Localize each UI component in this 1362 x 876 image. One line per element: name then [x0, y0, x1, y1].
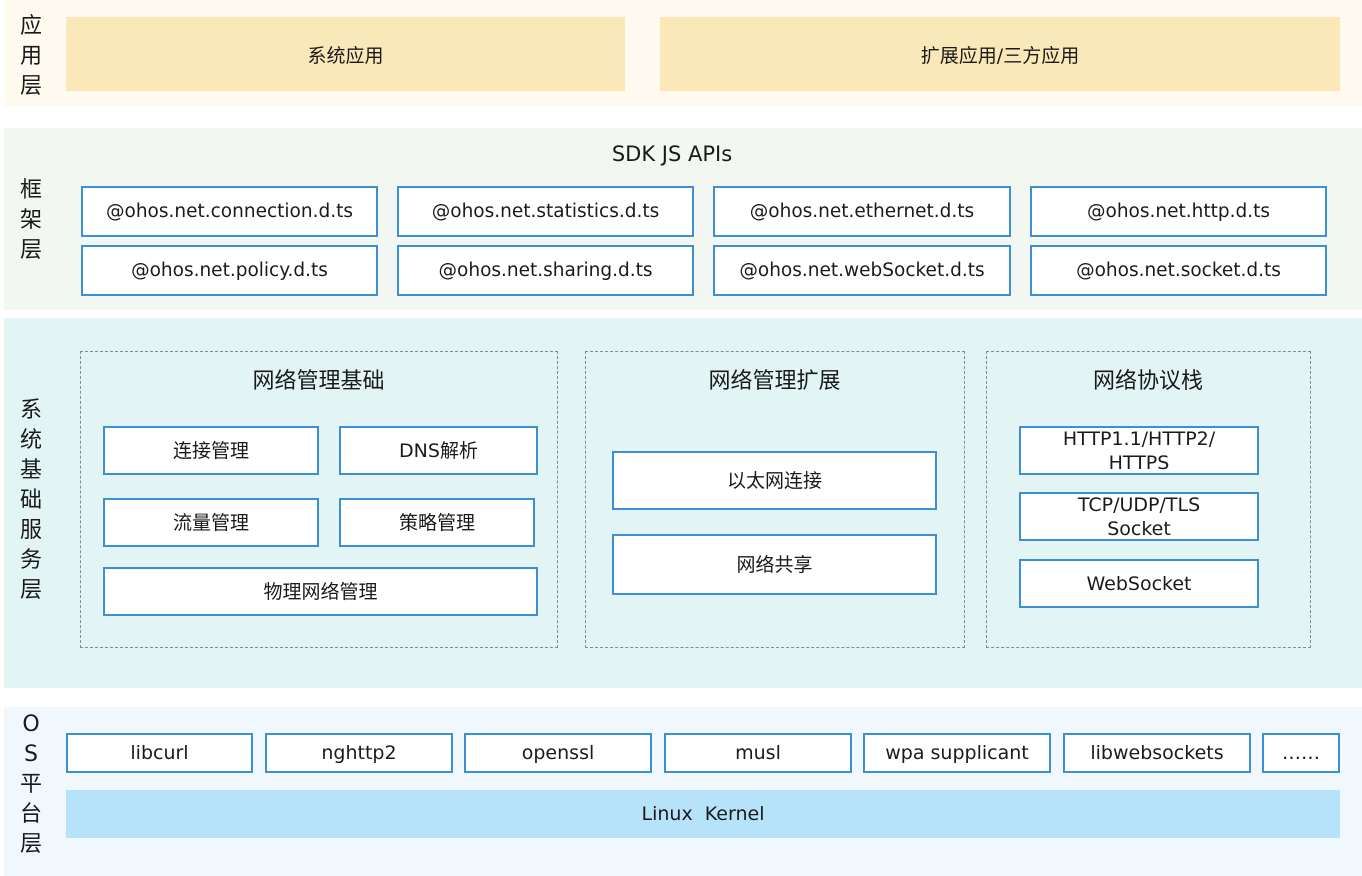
physical-network-management-box: 物理网络管理	[103, 567, 538, 616]
label-char: O	[22, 712, 40, 737]
label-char: 用	[20, 44, 43, 69]
label-char: 平	[20, 772, 43, 797]
ethernet-connection-box: 以太网连接	[612, 451, 937, 510]
network-protocol-stack-group: 网络协议栈 HTTP1.1/HTTP2/ HTTPS TCP/UDP/TLS S…	[986, 351, 1311, 648]
framework-layer: 框 架 层 SDK JS APIs @ohos.net.connection.d…	[4, 128, 1362, 310]
label-char: 层	[20, 832, 43, 857]
os-platform-layer-label: O S 平 台 层	[20, 710, 42, 860]
api-statistics: @ohos.net.statistics.d.ts	[397, 186, 694, 237]
system-services-layer-label: 系 统 基 础 服 务 层	[20, 396, 42, 606]
label-char: 架	[20, 208, 43, 233]
application-layer: 应 用 层 系统应用 扩展应用/三方应用	[4, 0, 1362, 106]
lib-libwebsockets: libwebsockets	[1063, 733, 1251, 773]
lib-nghttp2: nghttp2	[265, 733, 453, 773]
label-char: 层	[20, 578, 43, 603]
os-platform-layer: O S 平 台 层 libcurl nghttp2 openssl musl w…	[4, 707, 1362, 876]
label-char: 系	[20, 398, 43, 423]
system-services-layer: 系 统 基 础 服 务 层 网络管理基础 连接管理 DNS解析 流量管理 策略管…	[4, 318, 1362, 688]
api-ethernet: @ohos.net.ethernet.d.ts	[713, 186, 1011, 237]
sdk-title: SDK JS APIs	[611, 142, 733, 166]
group-title: 网络管理扩展	[708, 369, 841, 394]
dns-resolution-box: DNS解析	[339, 426, 538, 475]
label-char: 统	[20, 428, 43, 453]
lib-wpa-supplicant: wpa supplicant	[863, 733, 1051, 773]
network-sharing-box: 网络共享	[612, 534, 937, 595]
label-char: 框	[20, 178, 43, 203]
group-title: 网络协议栈	[1092, 369, 1203, 394]
label-char: 层	[20, 74, 43, 99]
network-management-extension-group: 网络管理扩展 以太网连接 网络共享	[585, 351, 965, 648]
api-connection: @ohos.net.connection.d.ts	[81, 186, 378, 237]
policy-management-box: 策略管理	[339, 498, 535, 547]
label-char: 应	[20, 14, 43, 39]
label-char: 服	[20, 518, 43, 543]
group-title: 网络管理基础	[252, 369, 385, 394]
traffic-management-box: 流量管理	[103, 498, 319, 547]
label-char: 层	[20, 238, 43, 263]
linux-kernel-box: Linux Kernel	[66, 790, 1340, 838]
system-apps-box: 系统应用	[66, 17, 625, 91]
api-policy: @ohos.net.policy.d.ts	[81, 245, 378, 296]
application-layer-label: 应 用 层	[20, 12, 42, 102]
label-char: 务	[20, 548, 43, 573]
framework-layer-label: 框 架 层	[20, 176, 42, 266]
api-sharing: @ohos.net.sharing.d.ts	[397, 245, 694, 296]
api-http: @ohos.net.http.d.ts	[1030, 186, 1327, 237]
extension-apps-box: 扩展应用/三方应用	[660, 17, 1340, 91]
connection-management-box: 连接管理	[103, 426, 319, 475]
lib-more: ……	[1262, 733, 1340, 773]
websocket-box: WebSocket	[1019, 559, 1259, 608]
label-char: 台	[20, 802, 43, 827]
tcp-udp-tls-socket-box: TCP/UDP/TLS Socket	[1019, 492, 1259, 541]
label-char: 基	[20, 458, 43, 483]
label-char: S	[24, 742, 38, 767]
network-management-basics-group: 网络管理基础 连接管理 DNS解析 流量管理 策略管理 物理网络管理	[80, 351, 558, 648]
api-websocket: @ohos.net.webSocket.d.ts	[713, 245, 1011, 296]
lib-musl: musl	[664, 733, 852, 773]
api-socket: @ohos.net.socket.d.ts	[1030, 245, 1327, 296]
lib-libcurl: libcurl	[66, 733, 253, 773]
lib-openssl: openssl	[464, 733, 652, 773]
http-protocol-box: HTTP1.1/HTTP2/ HTTPS	[1019, 426, 1259, 475]
label-char: 础	[20, 488, 43, 513]
